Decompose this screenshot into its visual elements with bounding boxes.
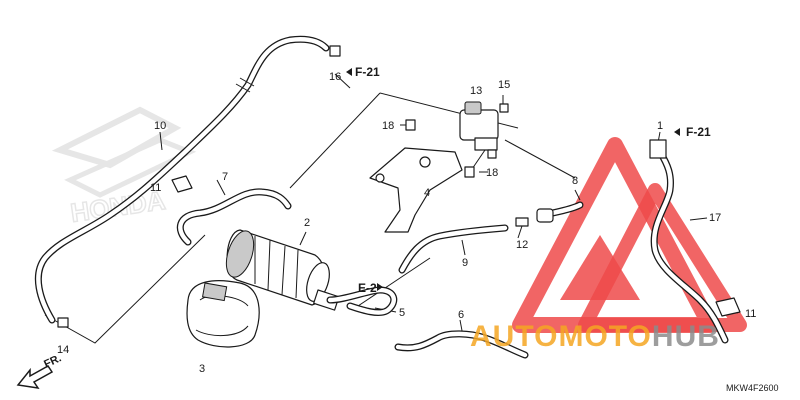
front-arrow: FR. <box>16 352 63 389</box>
callout-2: 2 <box>304 217 310 229</box>
canister-2 <box>225 229 340 311</box>
callout-17: 17 <box>709 212 721 224</box>
callout-labels: 1 2 3 4 5 6 7 8 9 10 11 11 12 13 14 15 1… <box>57 71 756 375</box>
callout-11-right: 11 <box>745 308 756 320</box>
callout-6: 6 <box>458 309 464 321</box>
callout-18-right: 18 <box>486 167 498 179</box>
hose-8 <box>536 201 584 223</box>
callout-18-top: 18 <box>382 120 394 132</box>
joint-12 <box>515 217 529 227</box>
hose-5 <box>326 286 398 316</box>
hose-17 <box>650 148 729 344</box>
hose-7 <box>176 188 292 246</box>
callout-13: 13 <box>470 85 482 97</box>
callout-11-left: 11 <box>150 182 161 194</box>
clip-11-right <box>715 297 741 317</box>
callout-14: 14 <box>57 344 69 356</box>
svg-text:AUTOMOTOHUB: AUTOMOTOHUB <box>470 320 720 353</box>
callout-5: 5 <box>399 307 405 319</box>
bracket-4 <box>369 147 463 233</box>
ref-f21-right: F-21 <box>686 125 711 139</box>
callout-16: 16 <box>329 71 341 83</box>
bolt-15 <box>499 103 509 113</box>
band-3 <box>186 280 260 348</box>
clip-11-left <box>171 175 193 193</box>
callout-8: 8 <box>572 175 578 187</box>
hose-10 <box>34 35 330 324</box>
callout-3: 3 <box>199 363 205 375</box>
callout-15: 15 <box>498 79 510 91</box>
bolt-18-right <box>464 166 475 178</box>
callout-4: 4 <box>424 187 430 199</box>
callout-1: 1 <box>657 120 663 132</box>
joint-1 <box>649 139 667 159</box>
hose-6 <box>394 330 529 359</box>
clip-14 <box>57 317 69 328</box>
reference-marks: F-21 F-21 E-2 <box>346 65 711 295</box>
callout-9: 9 <box>462 257 468 269</box>
brand-watermark: AUTOMOTOHUB <box>470 320 720 353</box>
callout-12: 12 <box>516 239 528 251</box>
bolt-18-top <box>405 119 416 131</box>
warning-triangle-watermark <box>512 137 747 333</box>
diagram-code: MKW4F2600 <box>726 383 779 393</box>
brand-watermark-gray: HUB <box>652 320 720 353</box>
callout-7: 7 <box>222 171 228 183</box>
hose-9 <box>398 224 509 274</box>
solenoid-13 <box>459 101 499 159</box>
ref-f21-left: F-21 <box>355 65 380 79</box>
bolt-16 <box>329 45 341 57</box>
callout-10: 10 <box>154 120 166 132</box>
brand-watermark-orange: AUTOMOTO <box>470 320 652 353</box>
ref-e2: E-2 <box>358 281 377 295</box>
